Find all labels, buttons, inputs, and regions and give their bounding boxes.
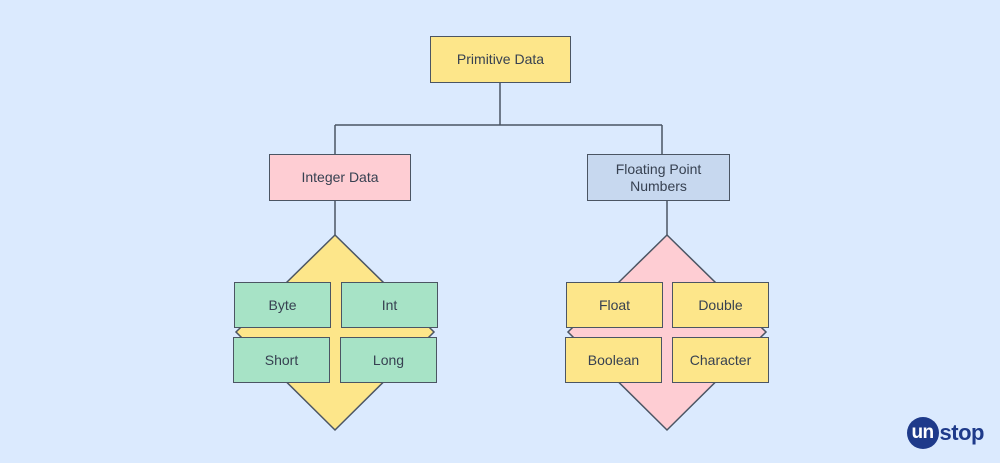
- branch-node-integer-data: Integer Data: [269, 154, 411, 201]
- logo-text: stop: [939, 420, 985, 445]
- float-diamond: [566, 233, 768, 432]
- root-node-primitive-data: Primitive Data: [430, 36, 571, 83]
- integer-diamond: [234, 233, 436, 432]
- type-node-float: Float: [566, 282, 663, 328]
- branch-node-floating-point-numbers: Floating Point Numbers: [587, 154, 730, 201]
- type-node-long: Long: [340, 337, 437, 383]
- type-node-short: Short: [233, 337, 330, 383]
- type-node-int: Int: [341, 282, 438, 328]
- logo-badge: un: [906, 417, 939, 449]
- unstop-logo: un stop: [906, 417, 985, 449]
- type-node-byte: Byte: [234, 282, 331, 328]
- type-node-character: Character: [672, 337, 769, 383]
- type-node-double: Double: [672, 282, 769, 328]
- root-connector: [334, 82, 663, 154]
- type-node-boolean: Boolean: [565, 337, 662, 383]
